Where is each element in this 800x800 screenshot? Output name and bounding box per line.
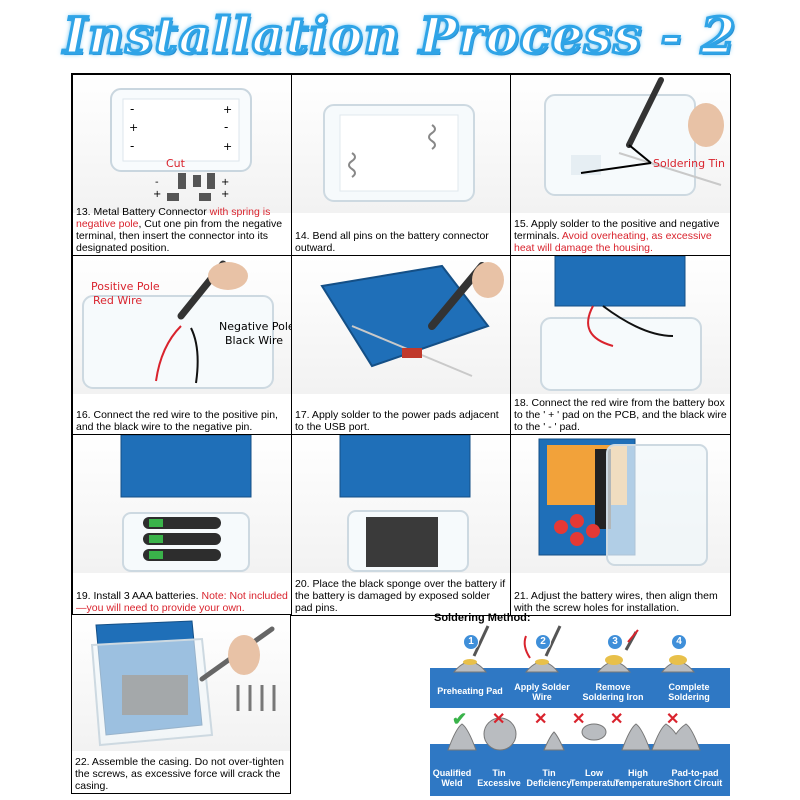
step-17-panel: 17. Apply solder to the power pads adjac…: [291, 255, 511, 435]
plus-symbol: +: [223, 103, 232, 116]
black-wire-label: Black Wire: [225, 334, 283, 347]
step-16-caption: 16. Connect the red wire to the positive…: [76, 409, 278, 433]
step-14-photo: [292, 75, 510, 213]
step-20-photo: [292, 435, 510, 573]
method-step-label: Remove Soldering Iron: [582, 682, 644, 702]
check-icon: ✔: [452, 709, 468, 729]
step-18-caption: 18. Connect the red wire from the batter…: [514, 397, 727, 433]
soldering-method-panel: Soldering Method:: [430, 612, 730, 796]
step-19-panel: 19. Install 3 AAA batteries. Note: Not i…: [72, 434, 292, 616]
step-21-panel: 21. Adjust the battery wires, then align…: [510, 434, 731, 616]
step-17-caption: 17. Apply solder to the power pads adjac…: [295, 409, 499, 433]
method-step-label: Complete Soldering: [668, 682, 710, 702]
step-20-caption: 20. Place the black sponge over the batt…: [295, 578, 506, 614]
step-20-panel: 20. Place the black sponge over the batt…: [291, 434, 511, 616]
step-16-photo: Positive Pole Red Wire Negative Pole Bla…: [73, 256, 291, 394]
step-19-caption: 19. Install 3 AAA batteries. Note: Not i…: [76, 590, 288, 614]
method-step-label: Preheating Pad: [437, 686, 503, 696]
casing-assembly-photo: [90, 620, 276, 747]
step-16-panel: Positive Pole Red Wire Negative Pole Bla…: [72, 255, 292, 435]
method-step-label: Apply Solder Wire: [514, 682, 570, 702]
battery-box-illustration: - + - + - + Cut - + + +: [110, 88, 252, 201]
step-19-photo: [73, 435, 291, 573]
step-number-badge: 2: [535, 634, 551, 650]
soldering-method-title: Soldering Method:: [434, 612, 531, 624]
step-15-caption: 15. Apply solder to the positive and neg…: [514, 218, 720, 254]
x-mark-icon: ✕: [534, 711, 548, 728]
minus-symbol: -: [155, 177, 159, 188]
result-label: Pad-to-pad Short Circuit: [667, 768, 723, 788]
plus-symbol: +: [223, 140, 232, 153]
pcb-battery-wiring-photo: [540, 256, 702, 391]
step-17-photo: [292, 256, 510, 394]
step-number-badge: 4: [671, 634, 687, 650]
step-14-panel: 14. Bend all pins on the battery connect…: [291, 74, 511, 256]
step-13-caption: 13. Metal Battery Connector with spring …: [76, 206, 283, 254]
pcb-soldering-photo: [320, 262, 504, 377]
step-22-photo: [72, 615, 290, 751]
result-label: Low Temperature: [570, 768, 624, 788]
minus-symbol: -: [224, 120, 228, 134]
x-mark-icon: ✕: [572, 711, 586, 728]
minus-symbol: -: [130, 102, 134, 116]
step-number-badge: 3: [607, 634, 623, 650]
page-title: Installation Process - 2: [62, 5, 737, 67]
negative-pole-label: Negative Pole: [219, 320, 291, 333]
steps-grid: - + - + - + Cut - + + + 13. Metal Batter…: [71, 73, 731, 616]
x-mark-icon: ✕: [610, 711, 624, 728]
minus-symbol: -: [130, 139, 134, 153]
step-15-panel: Soldering Tin 15. Apply solder to the po…: [510, 74, 731, 256]
cut-label: Cut: [166, 157, 186, 170]
wire-connection-photo: Positive Pole Red Wire Negative Pole Bla…: [82, 260, 291, 389]
step-15-photo: Soldering Tin: [511, 75, 730, 213]
red-wire-label: Red Wire: [93, 294, 142, 307]
assembled-pcb-photo: [538, 438, 708, 566]
step-22-caption: 22. Assemble the casing. Do not over-tig…: [75, 756, 284, 792]
result-label: Tin Excessive: [477, 768, 521, 788]
result-label: High Temperature: [614, 768, 668, 788]
x-mark-icon: ✕: [492, 711, 506, 728]
step-13-photo: - + - + - + Cut - + + +: [73, 75, 291, 213]
step-number-badge: 1: [463, 634, 479, 650]
plus-symbol: +: [153, 189, 161, 200]
batteries-photo: [120, 435, 252, 572]
positive-pole-label: Positive Pole: [91, 280, 160, 293]
step-21-photo: [511, 435, 730, 573]
pad-icon: [452, 661, 696, 673]
step-22-panel: 22. Assemble the casing. Do not over-tig…: [71, 614, 291, 794]
result-label: Qualified Weld: [432, 768, 472, 788]
soldering-method-diagram: [430, 625, 730, 796]
soldering-tin-label: Soldering Tin: [653, 157, 725, 170]
step-18-panel: 18. Connect the red wire from the batter…: [510, 255, 731, 435]
soldering-photo: Soldering Tin: [544, 77, 725, 196]
sponge-photo: [339, 435, 471, 572]
plus-symbol: +: [221, 189, 229, 200]
result-label: Tin Deficiency: [526, 768, 572, 788]
x-mark-icon: ✕: [666, 711, 680, 728]
step-18-photo: [511, 256, 730, 394]
step-14-caption: 14. Bend all pins on the battery connect…: [295, 230, 489, 254]
plus-symbol: +: [221, 177, 229, 188]
step-21-caption: 21. Adjust the battery wires, then align…: [514, 590, 718, 614]
battery-box-illustration: [323, 104, 475, 202]
step-13-panel: - + - + - + Cut - + + + 13. Metal Batter…: [72, 74, 292, 256]
plus-symbol: +: [129, 121, 138, 134]
